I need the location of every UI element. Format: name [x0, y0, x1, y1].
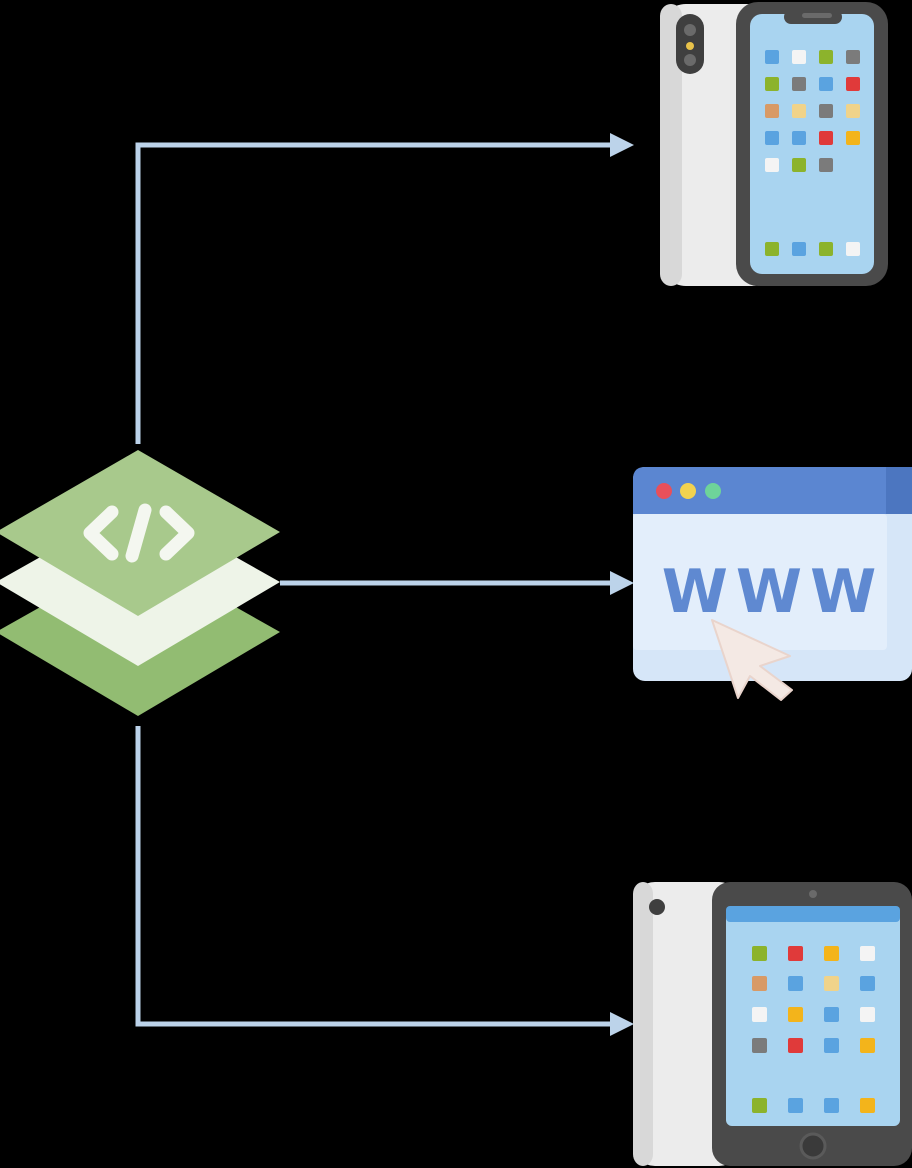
tablet-home-button [799, 1132, 827, 1160]
tablet-app-grid [752, 946, 875, 1113]
code-brackets-icon [83, 503, 195, 563]
arrowhead-smartphone [610, 133, 634, 157]
tablet-screen [726, 906, 900, 1126]
window-minimize-dot [680, 483, 696, 499]
phone-back-shade [660, 4, 682, 286]
tablet-back-shade [633, 882, 653, 1166]
arrowheads [610, 133, 634, 1036]
arrowhead-browser [610, 571, 634, 595]
browser-title-bar [633, 467, 912, 514]
browser-inner-panel [633, 514, 887, 650]
code-layers-icon [0, 450, 280, 716]
window-close-dot [656, 483, 672, 499]
web-browser-icon: WWW [633, 467, 912, 701]
smartphone-icon [660, 2, 888, 286]
tablet-status-bar [726, 906, 900, 922]
tablet-camera [649, 899, 665, 915]
phone-app-grid [765, 50, 860, 256]
window-maximize-dot [705, 483, 721, 499]
connector-to-smartphone [135, 142, 612, 444]
www-label: WWW [662, 557, 885, 627]
connector-to-tablet [135, 726, 612, 1027]
tablet-icon [633, 882, 912, 1166]
cursor-icon [711, 619, 793, 701]
connectors [135, 142, 612, 1027]
arrowhead-tablet [610, 1012, 634, 1036]
phone-screen [750, 14, 874, 274]
